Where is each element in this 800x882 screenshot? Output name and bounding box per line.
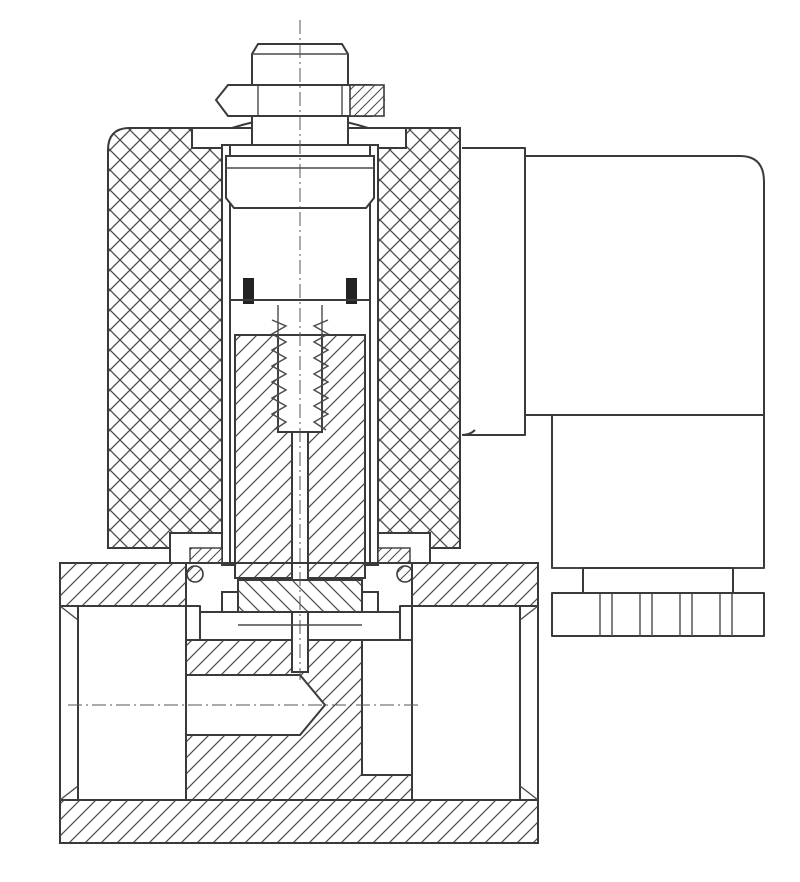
- return-spring: [270, 305, 330, 431]
- coil-left: [107, 127, 223, 549]
- center-lines: [68, 20, 420, 706]
- coil-right: [377, 127, 461, 549]
- bonnet-flange: [169, 532, 431, 564]
- connector-cable-gland: [551, 567, 765, 637]
- connector-housing: [461, 147, 765, 569]
- seal-rings: [243, 278, 357, 304]
- valve-body: [59, 562, 539, 844]
